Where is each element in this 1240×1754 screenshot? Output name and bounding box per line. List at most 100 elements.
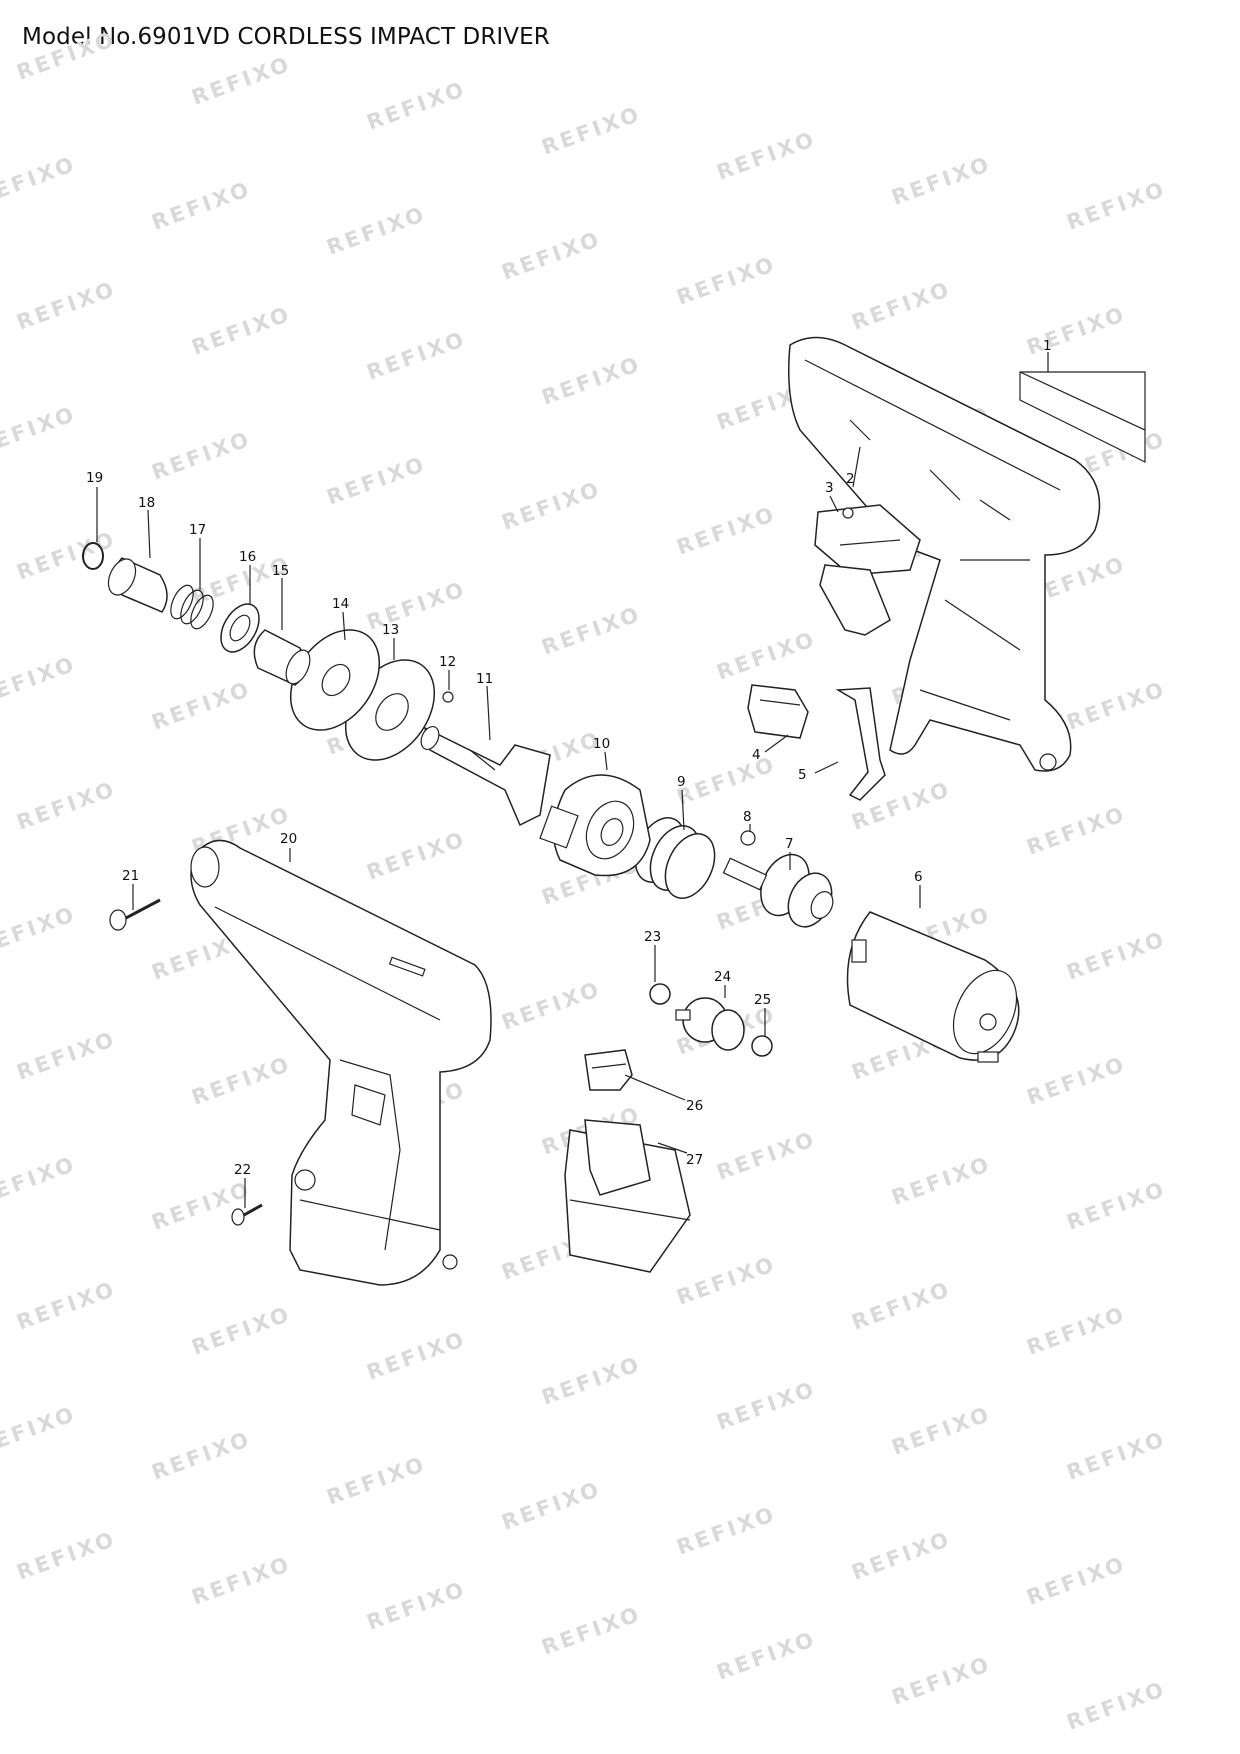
callout-20: 20 bbox=[280, 831, 297, 847]
watermark-text: REFIXO bbox=[889, 1402, 995, 1460]
part-12-steel-ball bbox=[442, 691, 454, 703]
part-27-battery bbox=[564, 1119, 691, 1273]
watermark-text: REFIXO bbox=[189, 302, 295, 360]
callout-4: 4 bbox=[752, 747, 761, 763]
part-14-flat-washer bbox=[289, 629, 381, 731]
watermark-text: REFIXO bbox=[1064, 677, 1170, 735]
part-7-gear-assembly bbox=[722, 853, 834, 928]
watermark-text: REFIXO bbox=[14, 27, 120, 85]
leader-lines bbox=[96, 352, 1049, 1208]
part-3-switch bbox=[814, 504, 921, 636]
part-20-housing-set bbox=[190, 839, 492, 1286]
part-24-gear bbox=[675, 997, 745, 1051]
watermark-text: REFIXO bbox=[539, 602, 645, 660]
part-1-nameplate bbox=[1019, 371, 1146, 463]
watermark-text: REFIXO bbox=[324, 1452, 430, 1510]
part-11-anvil bbox=[420, 726, 551, 827]
callout-22: 22 bbox=[234, 1162, 251, 1178]
watermark-text: REFIXO bbox=[364, 77, 470, 135]
callout-21: 21 bbox=[122, 868, 139, 884]
watermark-text: REFIXO bbox=[364, 1327, 470, 1385]
page-title: Model No.6901VD CORDLESS IMPACT DRIVER bbox=[22, 24, 550, 50]
callout-6: 6 bbox=[914, 869, 923, 885]
watermark-text: REFIXO bbox=[14, 1277, 120, 1335]
watermark-text: REFIXO bbox=[714, 1127, 820, 1185]
watermark-text: REFIXO bbox=[674, 252, 780, 310]
watermark-text: REFIXO bbox=[0, 1152, 79, 1210]
watermark-text: REFIXO bbox=[189, 52, 295, 110]
callout-8: 8 bbox=[743, 809, 752, 825]
watermark-text: REFIXO bbox=[1024, 1052, 1130, 1110]
part-16-ring bbox=[220, 603, 260, 653]
watermark-text: REFIXO bbox=[14, 1027, 120, 1085]
watermark-text: REFIXO bbox=[1064, 1677, 1170, 1735]
callout-17: 17 bbox=[189, 522, 206, 538]
watermark-text: REFIXO bbox=[0, 152, 79, 210]
watermark-text: REFIXO bbox=[189, 1302, 295, 1360]
part-22-screw bbox=[231, 1203, 263, 1226]
callout-19: 19 bbox=[86, 470, 103, 486]
callout-13: 13 bbox=[382, 622, 399, 638]
watermark-text: REFIXO bbox=[149, 177, 255, 235]
watermark-text: REFIXO bbox=[189, 1052, 295, 1110]
callout-15: 15 bbox=[272, 563, 289, 579]
part-17-spring bbox=[170, 584, 214, 630]
callout-25: 25 bbox=[754, 992, 771, 1008]
watermark-text: REFIXO bbox=[539, 1352, 645, 1410]
watermark-text: REFIXO bbox=[1064, 1427, 1170, 1485]
callout-16: 16 bbox=[239, 549, 256, 565]
callout-14: 14 bbox=[332, 596, 349, 612]
watermark-text: REFIXO bbox=[1024, 802, 1130, 860]
part-25-bearing bbox=[751, 1035, 773, 1057]
part-23-bearing bbox=[649, 983, 671, 1005]
watermark-text: REFIXO bbox=[499, 977, 605, 1035]
callout-1: 1 bbox=[1043, 338, 1052, 354]
callout-27: 27 bbox=[686, 1152, 703, 1168]
part-15-sleeve bbox=[253, 629, 311, 686]
watermark-text: REFIXO bbox=[674, 502, 780, 560]
watermark-text: REFIXO bbox=[539, 102, 645, 160]
watermark-text: REFIXO bbox=[149, 677, 255, 735]
watermark-text: REFIXO bbox=[14, 777, 120, 835]
watermark-text: REFIXO bbox=[499, 1477, 605, 1535]
watermark-text: REFIXO bbox=[539, 1602, 645, 1660]
callout-10: 10 bbox=[593, 736, 610, 752]
callout-11: 11 bbox=[476, 671, 493, 687]
watermark-text: REFIXO bbox=[1024, 1302, 1130, 1360]
watermark-text: REFIXO bbox=[149, 427, 255, 485]
watermark-text: REFIXO bbox=[499, 227, 605, 285]
watermark-text: REFIXO bbox=[674, 1252, 780, 1310]
watermark-text: REFIXO bbox=[364, 1577, 470, 1635]
part-5-clip bbox=[835, 687, 886, 801]
watermark-text: REFIXO bbox=[499, 477, 605, 535]
callout-24: 24 bbox=[714, 969, 731, 985]
callout-2: 2 bbox=[846, 471, 855, 487]
watermark-text: REFIXO bbox=[1064, 1177, 1170, 1235]
watermark-text: REFIXO bbox=[14, 1527, 120, 1585]
watermark-text: REFIXO bbox=[539, 352, 645, 410]
watermark-text: REFIXO bbox=[1024, 302, 1130, 360]
watermark-text: REFIXO bbox=[1024, 1552, 1130, 1610]
watermark-text: REFIXO bbox=[714, 127, 820, 185]
watermark-text: REFIXO bbox=[364, 827, 470, 885]
callout-26: 26 bbox=[686, 1098, 703, 1114]
watermark-text: REFIXO bbox=[889, 1652, 995, 1710]
callout-7: 7 bbox=[785, 836, 794, 852]
callout-5: 5 bbox=[798, 767, 807, 783]
watermark-text: REFIXO bbox=[714, 1377, 820, 1435]
watermark-text: REFIXO bbox=[0, 402, 79, 460]
part-26-terminal bbox=[584, 1049, 633, 1091]
part-2-housing-half bbox=[788, 336, 1101, 772]
watermark-text: REFIXO bbox=[714, 1627, 820, 1685]
part-18-sleeve bbox=[107, 557, 168, 613]
watermark-text: REFIXO bbox=[674, 1502, 780, 1560]
part-10-hammer bbox=[539, 774, 651, 877]
watermark-text: REFIXO bbox=[0, 1402, 79, 1460]
part-21-screw bbox=[109, 898, 161, 931]
watermark-text: REFIXO bbox=[714, 627, 820, 685]
watermark-text: REFIXO bbox=[849, 277, 955, 335]
watermark-text: REFIXO bbox=[149, 1427, 255, 1485]
watermark-text: REFIXO bbox=[0, 902, 79, 960]
part-4-reversing-switch bbox=[747, 684, 809, 739]
